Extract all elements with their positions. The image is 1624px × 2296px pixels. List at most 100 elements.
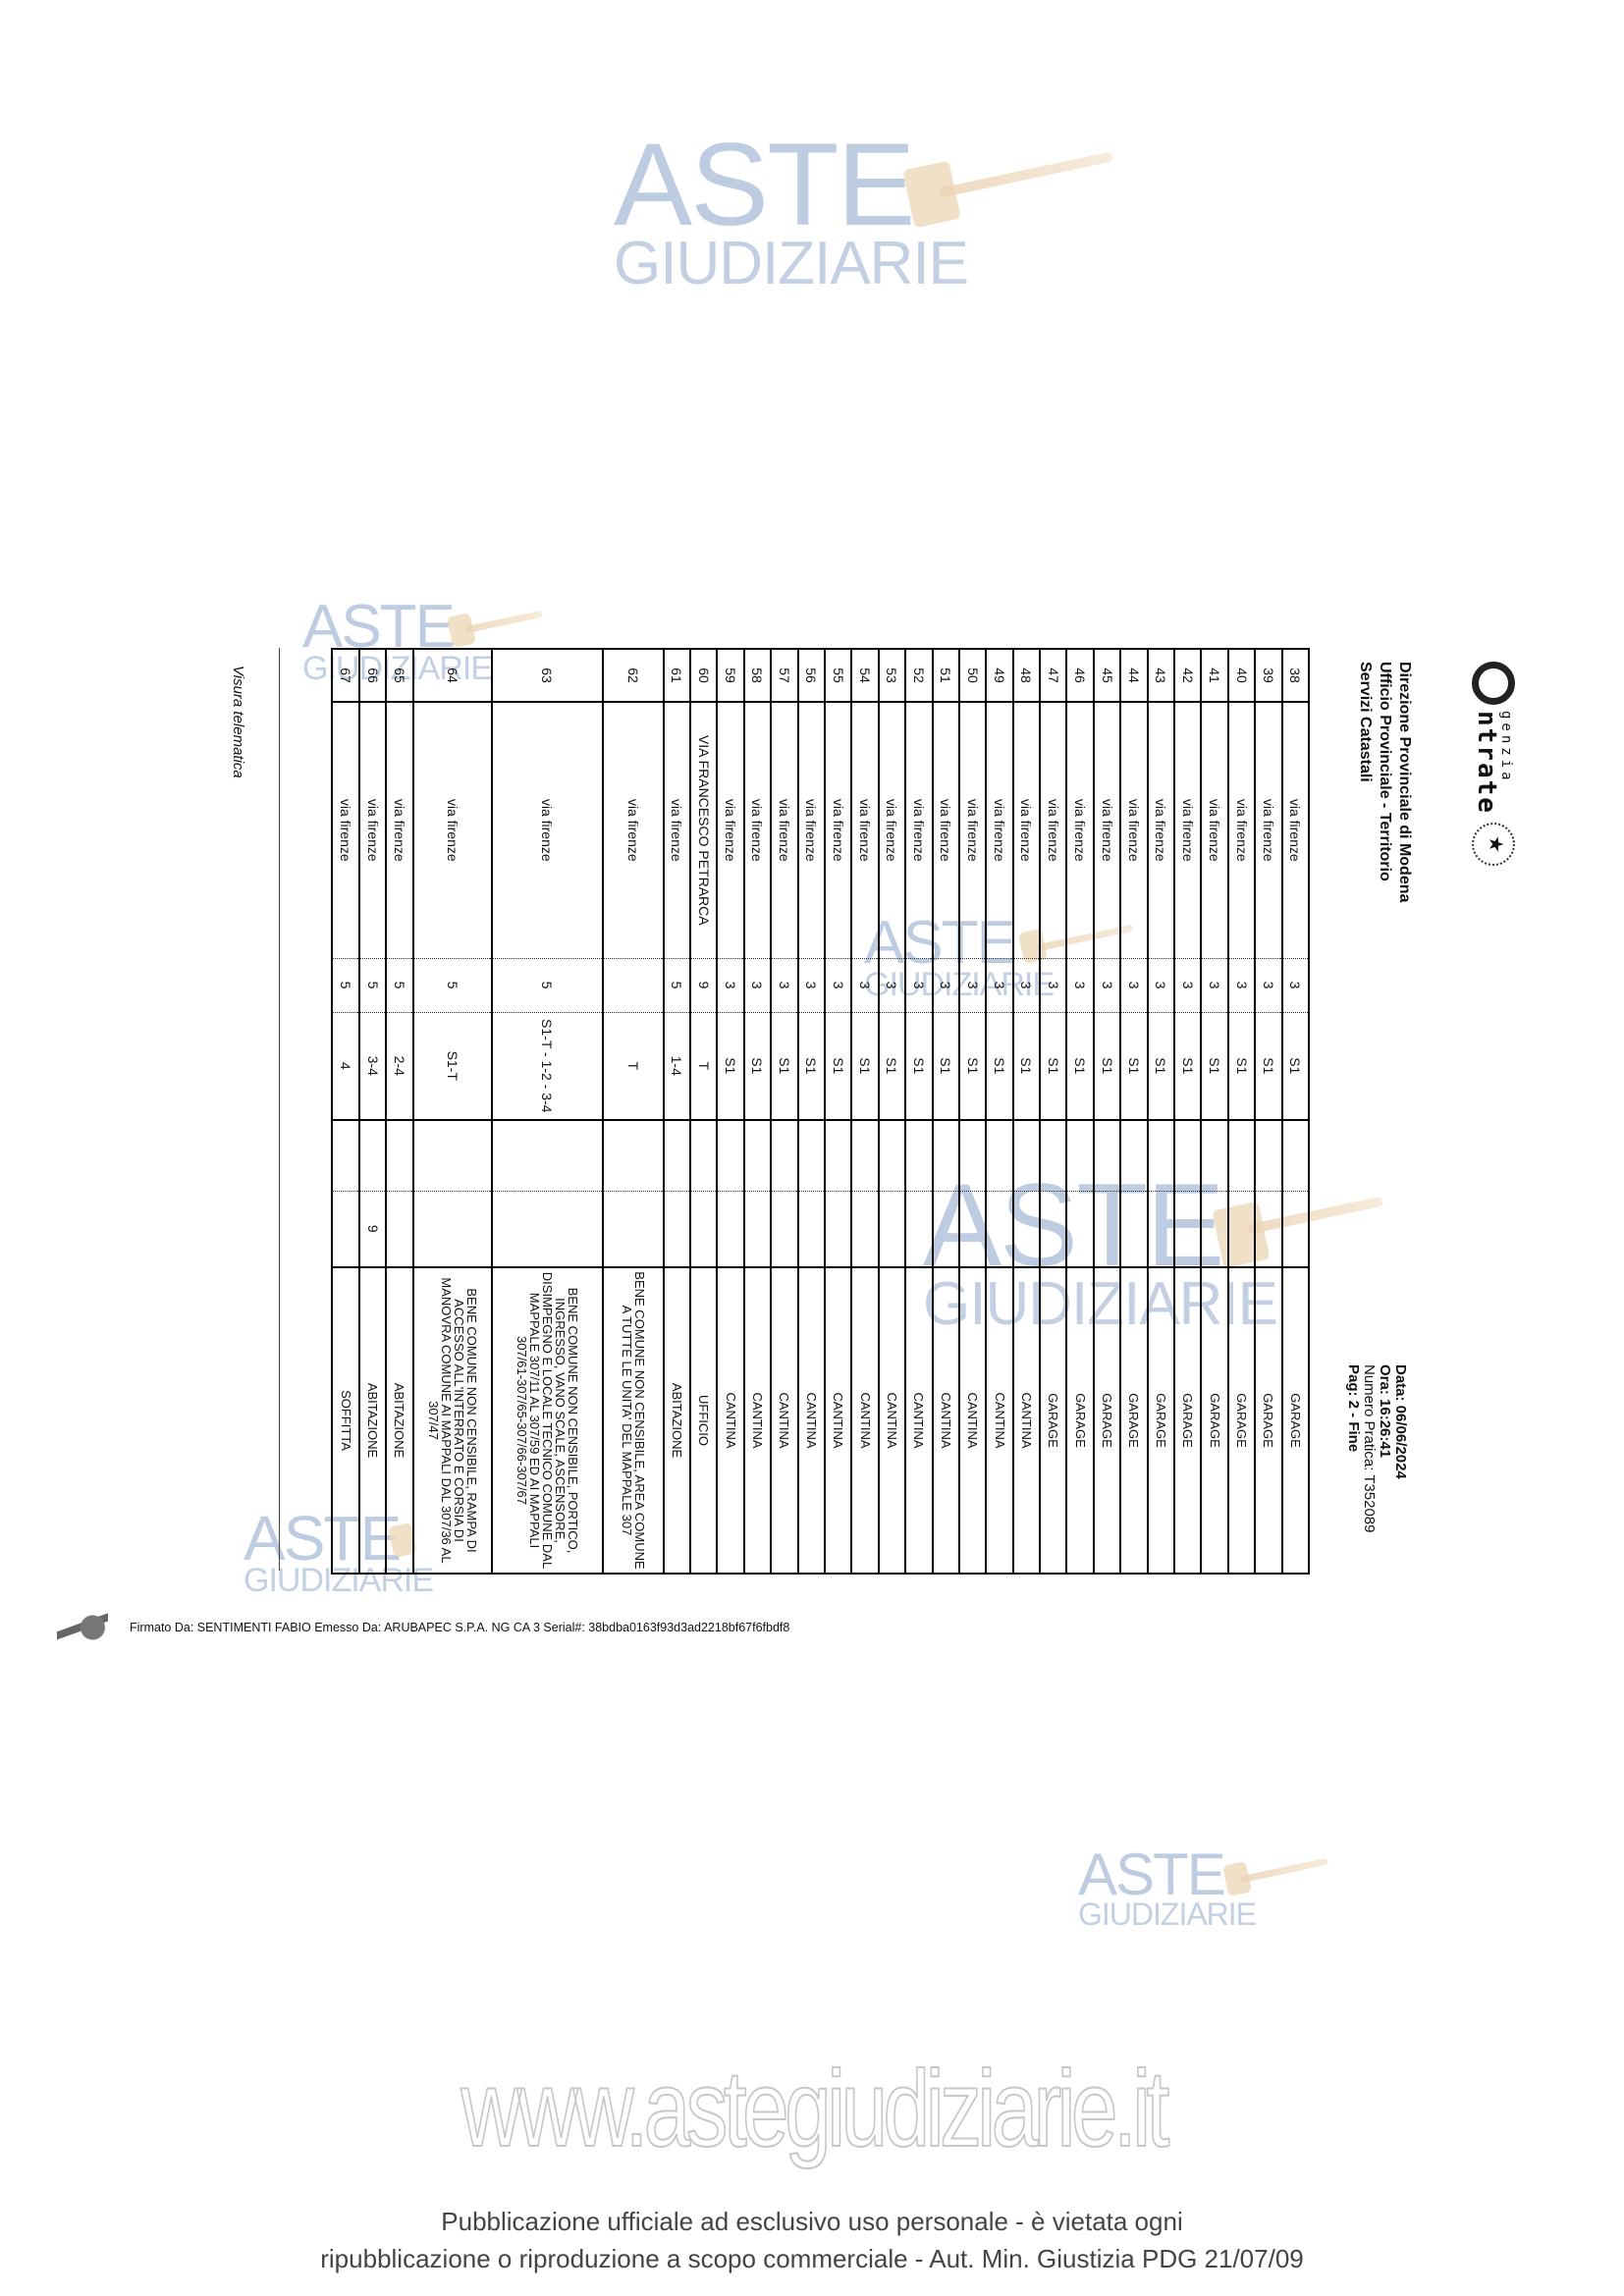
category-cell (491, 1120, 603, 1191)
address-cell: via firenze (958, 702, 987, 958)
category-cell (332, 1120, 359, 1191)
category-cell (1093, 1120, 1121, 1191)
category-cell (386, 1120, 413, 1191)
time-label: Ora: 16:26:41 (1377, 1364, 1393, 1459)
row-number-cell: 58 (743, 649, 772, 702)
class-cell (1174, 1191, 1202, 1267)
description-cell: CANTINA (824, 1267, 852, 1574)
row-number-cell: 49 (986, 649, 1013, 702)
civic-number-cell: 5 (358, 958, 387, 1012)
office-line: Servizi Catastali (1357, 662, 1374, 782)
footer-line-2: ripubblicazione o riproduzione a scopo c… (320, 2244, 1304, 2273)
floor-cell: S1 (1281, 1012, 1309, 1120)
row-number-cell: 51 (932, 649, 959, 702)
row-number-cell: 65 (386, 649, 413, 702)
class-cell (663, 1191, 691, 1267)
class-cell (1255, 1191, 1282, 1267)
description-cell: BENE COMUNE NON CENSIBILE, RAMPA DI ACCE… (412, 1267, 492, 1574)
row-number-cell: 41 (1201, 649, 1228, 702)
class-cell (386, 1191, 413, 1267)
category-cell (690, 1120, 718, 1191)
description-cell: CANTINA (743, 1267, 772, 1574)
category-cell (1147, 1120, 1175, 1191)
address-cell: via firenze (1093, 702, 1121, 958)
floor-cell: T (602, 1012, 664, 1120)
class-cell (797, 1191, 825, 1267)
row-number-cell: 66 (358, 649, 387, 702)
category-cell (1281, 1120, 1309, 1191)
description-cell: CANTINA (878, 1267, 906, 1574)
class-cell (1040, 1191, 1067, 1267)
watermark-logo: ASTE GIUDIZIARIE (1078, 1845, 1328, 1930)
floor-cell: S1 (743, 1012, 772, 1120)
watermark-logo: ASTE GIUDIZIARIE (244, 1503, 434, 1599)
address-cell: via firenze (602, 702, 664, 958)
civic-number-cell: 3 (1255, 958, 1282, 1012)
row-number-cell: 54 (851, 649, 879, 702)
category-cell (358, 1120, 387, 1191)
description-cell: CANTINA (932, 1267, 959, 1574)
civic-number-cell: 3 (905, 958, 933, 1012)
floor-cell: 4 (332, 1012, 359, 1120)
floor-cell: S1 (1201, 1012, 1228, 1120)
floor-cell: S1-T (412, 1012, 492, 1120)
row-number-cell: 50 (958, 649, 987, 702)
class-cell (690, 1191, 718, 1267)
category-cell (1227, 1120, 1256, 1191)
floor-cell: 3-4 (358, 1012, 387, 1120)
floor-cell: S1 (932, 1012, 959, 1120)
description-cell: GARAGE (1066, 1267, 1094, 1574)
address-cell: via firenze (932, 702, 959, 958)
row-number-cell: 38 (1281, 649, 1309, 702)
row-number-cell: 47 (1040, 649, 1067, 702)
address-cell: VIA FRANCESCO PETRARCA (690, 702, 718, 958)
floor-cell: S1 (1040, 1012, 1067, 1120)
civic-number-cell: 3 (1012, 958, 1041, 1012)
class-cell (958, 1191, 987, 1267)
address-cell: via firenze (717, 702, 744, 958)
class-cell (1012, 1191, 1041, 1267)
office-line: Ufficio Provinciale - Territorio (1377, 662, 1393, 881)
row-number-cell: 53 (878, 649, 906, 702)
address-cell: via firenze (1227, 702, 1256, 958)
row-number-cell: 45 (1093, 649, 1121, 702)
civic-number-cell: 5 (332, 958, 359, 1012)
address-cell: via firenze (1255, 702, 1282, 958)
class-cell (986, 1191, 1013, 1267)
description-cell: GARAGE (1174, 1267, 1202, 1574)
category-cell (1066, 1120, 1094, 1191)
category-cell (602, 1120, 664, 1191)
website-watermark: www.astegiudiziarie.it (460, 2048, 1170, 2170)
floor-cell: S1 (905, 1012, 933, 1120)
address-cell: via firenze (986, 702, 1013, 958)
address-cell: via firenze (663, 702, 691, 958)
class-cell (412, 1191, 492, 1267)
visura-label: Visura telematica (230, 666, 246, 778)
address-cell: via firenze (358, 702, 387, 958)
category-cell (1201, 1120, 1228, 1191)
civic-number-cell: 5 (663, 958, 691, 1012)
office-name: Direzione Provinciale di Modena Ufficio … (1355, 662, 1414, 1074)
address-cell: via firenze (771, 702, 798, 958)
category-cell (1040, 1120, 1067, 1191)
row-number-cell: 42 (1174, 649, 1202, 702)
class-cell (491, 1191, 603, 1267)
class-cell (1147, 1191, 1175, 1267)
floor-cell: S1 (1227, 1012, 1256, 1120)
category-cell (771, 1120, 798, 1191)
digital-signature: Firmato Da: SENTIMENTI FABIO Emesso Da: … (57, 1610, 789, 1645)
page-number: Pag: 2 - Fine (1345, 1364, 1362, 1453)
floor-cell: S1 (986, 1012, 1013, 1120)
civic-number-cell: 3 (1040, 958, 1067, 1012)
class-cell: 9 (358, 1191, 387, 1267)
description-cell: CANTINA (797, 1267, 825, 1574)
floor-cell: S1 (1120, 1012, 1148, 1120)
